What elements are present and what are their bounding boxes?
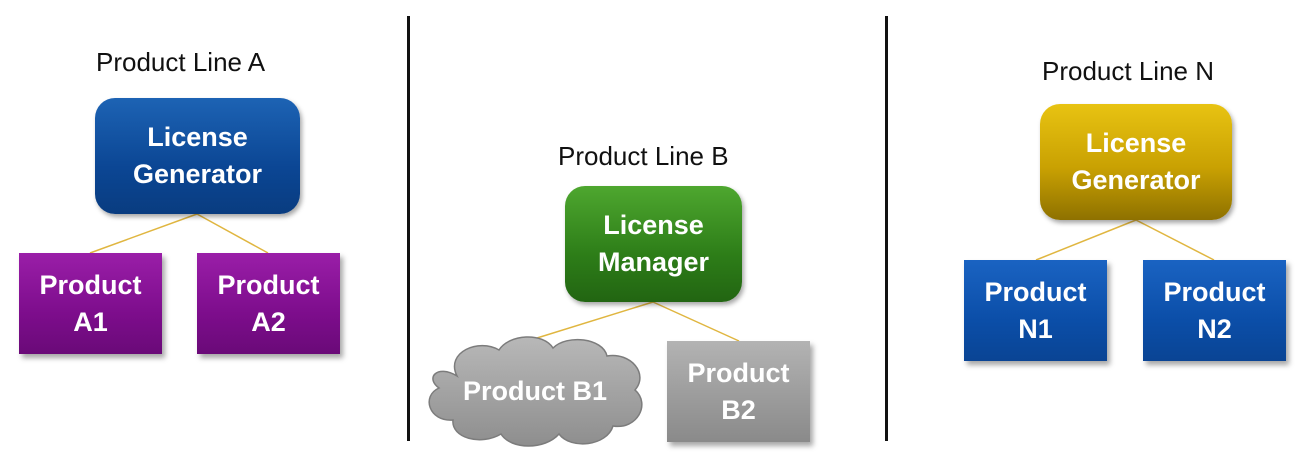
license-manager-b-line1: License <box>603 210 704 240</box>
product-a1: Product A1 <box>19 253 162 354</box>
product-n1-line2: N1 <box>1018 313 1053 344</box>
license-manager-b: License Manager <box>565 186 742 302</box>
connector-a-a2 <box>196 213 269 254</box>
product-n1: Product N1 <box>964 260 1107 361</box>
license-generator-n-line2: Generator <box>1071 165 1201 195</box>
license-generator-a: License Generator <box>95 98 300 214</box>
connector-b-b2 <box>652 301 740 342</box>
license-generator-n: License Generator <box>1040 104 1232 220</box>
product-b2-line2: B2 <box>721 394 756 425</box>
connector-n-n1 <box>1035 219 1137 261</box>
product-a1-line1: Product <box>39 269 142 300</box>
license-generator-a-line1: License <box>147 122 248 152</box>
divider-left <box>407 16 410 441</box>
product-b1-line1: Product <box>462 375 565 406</box>
connector-b-b1 <box>536 301 654 339</box>
title-product-line-n: Product Line N <box>1042 56 1214 86</box>
license-generator-n-line1: License <box>1085 128 1187 158</box>
title-product-line-a: Product Line A <box>96 47 266 77</box>
product-a2-line2: A2 <box>251 306 286 337</box>
license-manager-b-line2: Manager <box>597 247 710 277</box>
product-n2: Product N2 <box>1143 260 1286 361</box>
cloud-shape <box>428 336 643 447</box>
product-a2: Product A2 <box>197 253 340 354</box>
connector-n-n2 <box>1135 219 1215 261</box>
product-n1-line1: Product <box>984 276 1087 307</box>
title-product-line-b: Product Line B <box>558 141 729 171</box>
product-a2-line1: Product <box>217 269 320 300</box>
product-a1-line2: A1 <box>73 306 108 337</box>
product-n2-line1: Product <box>1163 276 1266 307</box>
product-n2-line2: N2 <box>1197 313 1232 344</box>
product-b2: Product B2 <box>667 341 810 442</box>
product-b2-line1: Product <box>687 357 790 388</box>
product-b1-line2: B1 <box>572 375 608 406</box>
connector-a-a1 <box>89 213 198 254</box>
divider-right <box>885 16 888 441</box>
license-generator-a-line2: Generator <box>132 159 263 189</box>
product-b1-cloud: Product B1 <box>417 330 653 452</box>
